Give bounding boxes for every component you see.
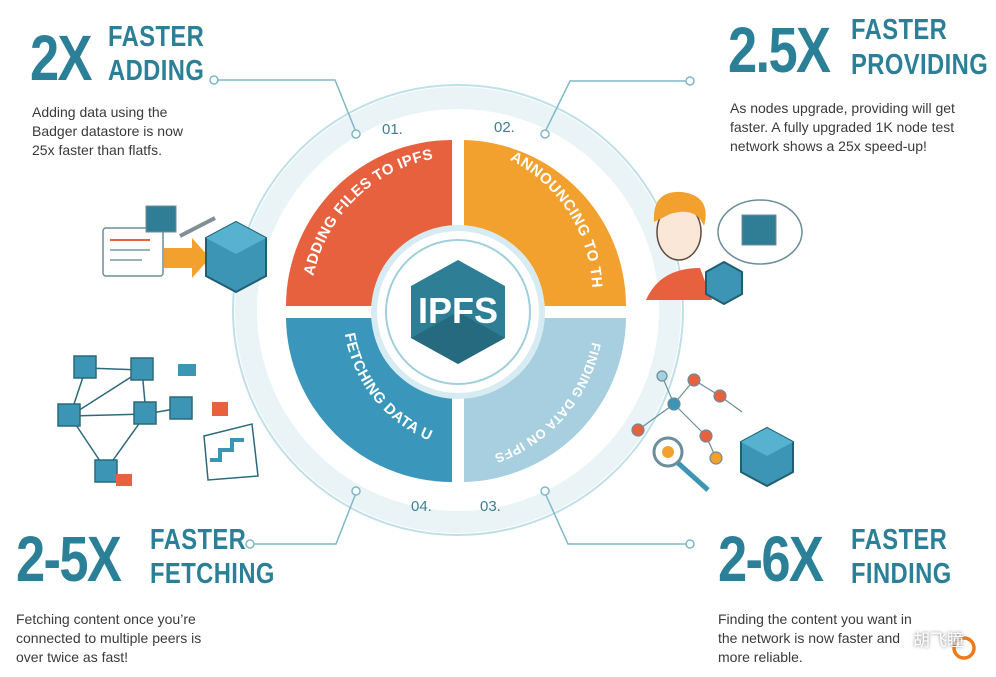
stat-finding-multiplier: 2-6X [718, 523, 824, 595]
leader-line-providing [544, 80, 690, 133]
stair-graph-icon [210, 438, 244, 462]
arrow-right-icon [164, 238, 210, 278]
node-icon [631, 423, 645, 437]
document-image-icon [145, 205, 177, 233]
segment-2-number: 02. [494, 119, 515, 136]
stat-providing-description: As nodes upgrade, providing will get fas… [730, 100, 955, 154]
node-icon [656, 370, 668, 382]
stat-finding-line2: FINDING [851, 558, 952, 590]
node-icon [713, 389, 727, 403]
segment-1-number: 01. [382, 121, 403, 138]
network-cube-icon [130, 357, 154, 381]
stat-adding-description: Adding data using the Badger datastore i… [32, 104, 183, 158]
leader-dot-adding-start [351, 129, 361, 139]
leader-dot-fetching-start [351, 486, 361, 496]
leader-line-adding [214, 79, 357, 133]
segment-3-finding [464, 318, 626, 482]
leader-lines [209, 75, 695, 549]
puzzle-piece-icon [116, 474, 132, 486]
finding-cube-top-icon [741, 428, 793, 456]
stat-finding-description: Finding the content you want in the netw… [718, 611, 912, 665]
segment-4-number: 04. [411, 498, 432, 515]
network-cube-icon [73, 355, 97, 379]
node-icon [709, 451, 723, 465]
network-cube-icon [169, 396, 193, 420]
stat-adding-line2: ADDING [108, 55, 205, 87]
leader-dot-providing-start [540, 129, 550, 139]
bubble-image-icon [741, 214, 777, 246]
segment-3-number: 03. [480, 498, 501, 515]
net-edge [69, 369, 143, 417]
person-shoulders [646, 268, 712, 300]
stat-fetching-description: Fetching content once you’re connected t… [16, 611, 202, 665]
fetching-illustration [57, 355, 259, 486]
cube-top-icon [206, 222, 266, 254]
stat-fetching-line2: FETCHING [150, 558, 275, 590]
segment-2-announcing [464, 140, 626, 306]
leader-dot-adding-end [209, 75, 219, 85]
providing-illustration [646, 191, 803, 306]
leader-dot-fetching-end [245, 539, 255, 549]
stat-adding-line1: FASTER [108, 21, 205, 53]
magnifier-handle [676, 461, 710, 492]
node-icon [687, 373, 701, 387]
stat-providing: 2.5X FASTER PROVIDING As nodes upgrade, … [728, 14, 988, 164]
stat-finding-line1: FASTER [851, 524, 948, 556]
ipfs-hexagon-shade-icon [411, 312, 505, 364]
stat-fetching: 2-5X FASTER FETCHING Fetching content on… [16, 524, 276, 674]
network-cube-icon [94, 459, 118, 483]
watermark-label: 胡飞瞳 [913, 631, 964, 651]
stat-finding: 2-6X FASTER FINDING Finding the content … [718, 524, 978, 674]
magnifier-center [662, 446, 674, 458]
stat-providing-line2: PROVIDING [851, 49, 989, 81]
halo-ring [235, 87, 681, 533]
net-edge [673, 403, 707, 437]
puzzle-piece-icon [212, 402, 228, 416]
person-hair-icon [653, 191, 706, 226]
leader-dot-finding-start [540, 486, 550, 496]
outer-ring [232, 84, 684, 536]
pencil-icon [179, 216, 216, 238]
stat-adding: 2X FASTER ADDING Adding data using the B… [30, 20, 260, 170]
stat-fetching-multiplier: 2-5X [16, 523, 122, 595]
stat-adding-multiplier: 2X [30, 22, 93, 94]
leader-line-fetching [250, 492, 357, 545]
finding-illustration [631, 370, 794, 492]
center-label: IPFS [418, 290, 498, 331]
stat-providing-line1: FASTER [851, 14, 948, 46]
overlay-orange-ring [952, 636, 976, 660]
node-icon [667, 397, 681, 411]
node-icon [699, 429, 713, 443]
adding-illustration [102, 205, 267, 294]
leader-line-finding [544, 492, 690, 545]
segment-1-adding [286, 140, 452, 306]
puzzle-piece-icon [178, 364, 196, 376]
network-cube-icon [133, 401, 157, 425]
net-edge [637, 403, 675, 431]
stat-fetching-line1: FASTER [150, 524, 247, 556]
leader-dot-finding-end [685, 539, 695, 549]
document-icon [102, 227, 164, 277]
person-cube-icon [705, 260, 743, 306]
leader-dot-providing-end [685, 76, 695, 86]
stat-providing-multiplier: 2.5X [728, 14, 831, 86]
segment-4-fetching [286, 318, 452, 483]
network-cube-icon [57, 403, 81, 427]
